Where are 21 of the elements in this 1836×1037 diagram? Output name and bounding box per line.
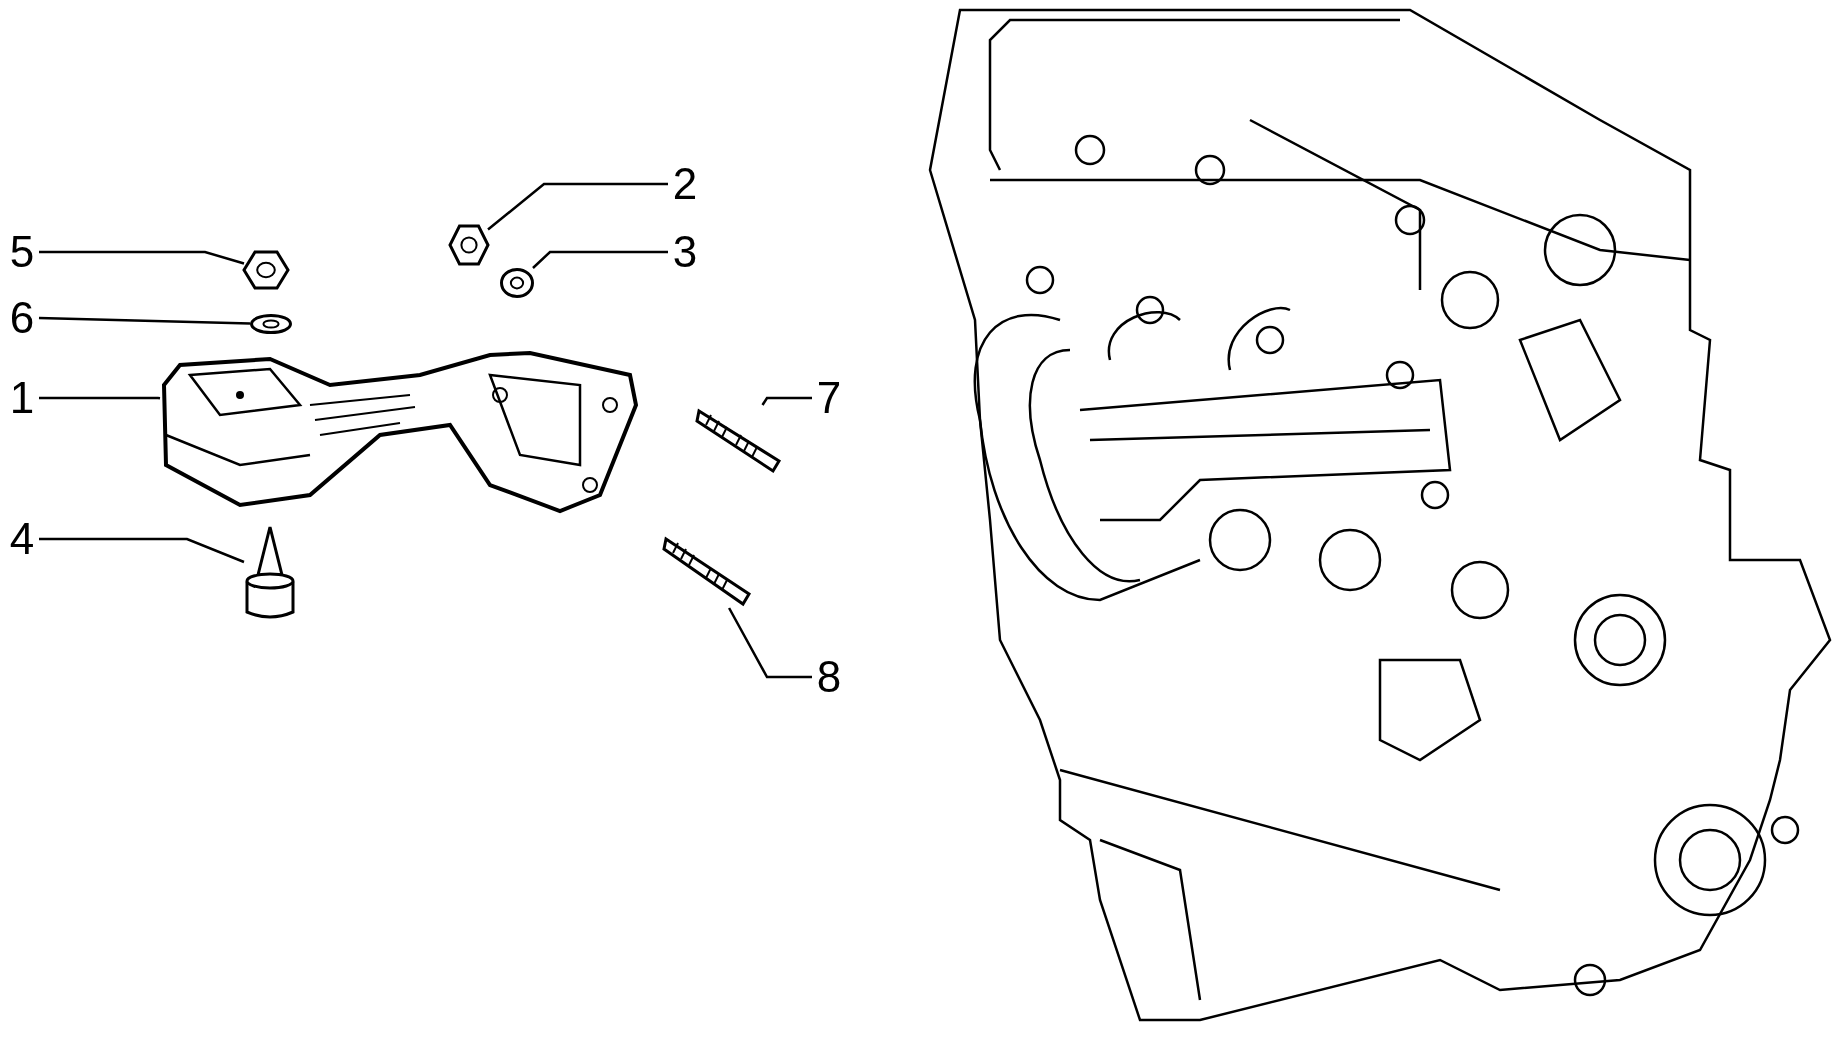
callout-number: 1 <box>5 373 39 423</box>
callout-number: 2 <box>668 159 702 209</box>
callout-number: 4 <box>5 514 39 564</box>
callout-number: 6 <box>5 293 39 343</box>
leader-line <box>761 396 812 406</box>
callout-number: 8 <box>812 652 846 702</box>
bolt-drawing <box>244 525 296 620</box>
leader-line <box>728 607 812 679</box>
leader-line <box>39 250 245 265</box>
leader-line <box>39 396 161 400</box>
washer-drawing <box>500 268 534 298</box>
leader-line <box>38 316 251 325</box>
washer-drawing <box>250 314 292 334</box>
leader-line <box>487 182 668 231</box>
leader-line <box>532 250 668 269</box>
callout-number: 7 <box>812 373 846 423</box>
callout-number: 5 <box>5 227 39 277</box>
hex-nut-drawing <box>450 226 488 264</box>
callout-number: 3 <box>668 227 702 277</box>
hex-nut-drawing <box>244 252 288 288</box>
leader-line <box>39 537 245 564</box>
